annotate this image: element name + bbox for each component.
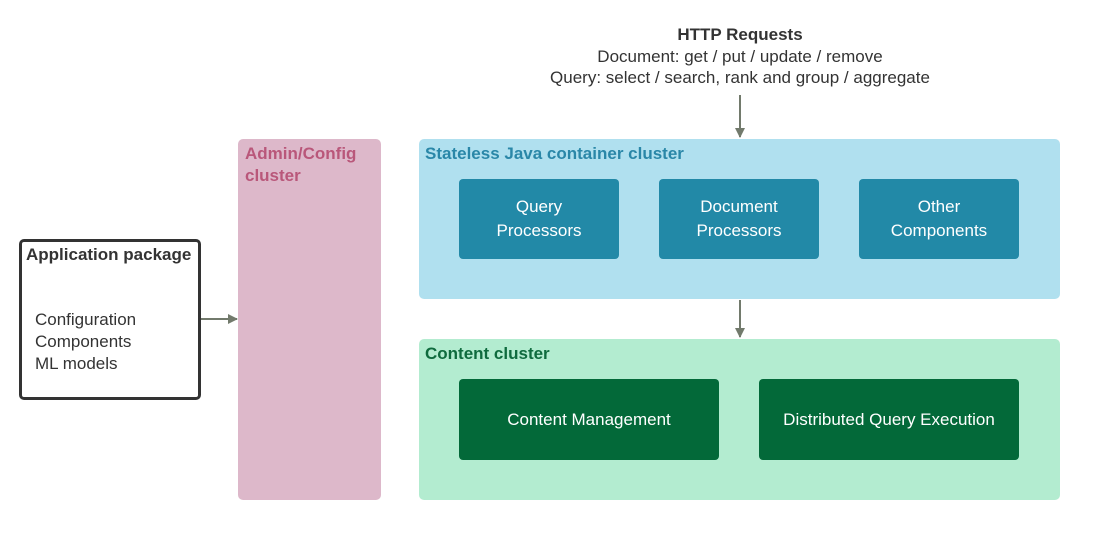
document-processors-box: Document Processors [659, 179, 819, 259]
http-requests-title: HTTP Requests [677, 25, 803, 44]
other-components-label: Other Components [890, 197, 988, 240]
query-operations: Query: select / search, rank and group /… [550, 68, 930, 87]
content-cluster-title: Content cluster [425, 344, 550, 363]
document-processors-label: Document Processors [696, 197, 782, 240]
content-management-label: Content Management [507, 409, 671, 429]
http-requests-label: HTTP Requests Document: get / put / upda… [490, 24, 990, 88]
query-processors-label: Query Processors [496, 197, 582, 240]
content-cluster: Content cluster Content Management Distr… [419, 339, 1060, 500]
other-components-box: Other Components [859, 179, 1019, 259]
application-package-items: Configuration Components ML models [35, 309, 136, 375]
query-processors-box: Query Processors [459, 179, 619, 259]
item-configuration: Configuration [35, 310, 137, 329]
document-operations: Document: get / put / update / remove [597, 47, 883, 66]
admin-config-cluster: Admin/Config cluster [238, 139, 381, 500]
distributed-query-execution-label: Distributed Query Execution [783, 409, 995, 429]
distributed-query-execution-box: Distributed Query Execution [759, 379, 1019, 460]
stateless-container-cluster: Stateless Java container cluster Query P… [419, 139, 1060, 299]
item-components: Components [35, 332, 132, 351]
application-package-title: Application package [26, 245, 192, 264]
application-package-box: Application package Configuration Compon… [19, 239, 201, 400]
admin-config-cluster-title: Admin/Config cluster [245, 144, 357, 185]
item-ml-models: ML models [35, 354, 118, 373]
stateless-cluster-title: Stateless Java container cluster [425, 144, 684, 163]
content-management-box: Content Management [459, 379, 719, 460]
